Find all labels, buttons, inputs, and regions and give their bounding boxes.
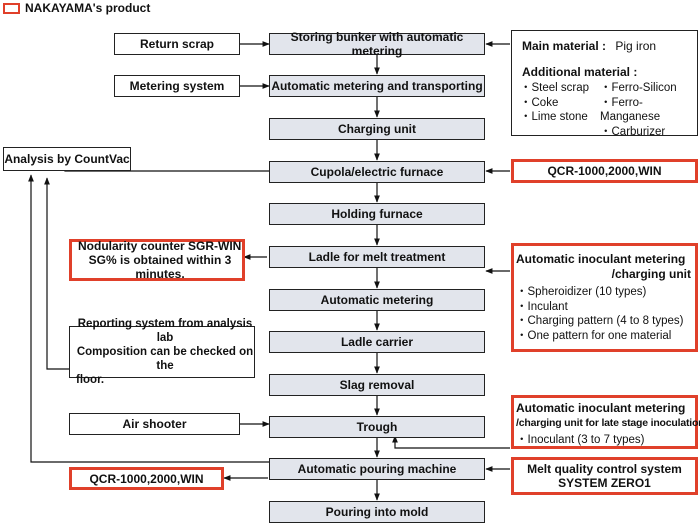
analysis-countvac-box: Analysis by CountVac [3,147,131,171]
process-ladle-melt-treatment: Ladle for melt treatment [269,246,485,268]
reporting-system-box: Reporting system from analysis lab Compo… [69,318,255,386]
process-automatic-pouring-machine: Automatic pouring machine [269,458,485,480]
material-item: Coke [520,96,589,111]
late-inoculant-items: Inoculant (3 to 7 types) [516,433,645,448]
late-inoculant-box: Automatic inoculant metering /charging u… [511,395,700,449]
process-pouring-into-mold: Pouring into mold [269,501,485,523]
additional-materials-col1: Steel scrap Coke Lime stone [520,81,590,125]
melt-quality-line-2: SYSTEM ZERO1 [558,476,651,490]
material-item: Lime stone [520,110,589,125]
process-automatic-metering-transporting: Automatic metering and transporting [269,75,485,97]
material-item: Ferro-Manganese [600,96,697,125]
main-material-label: Main material : [522,39,607,53]
reporting-line-2: Composition can be checked on the [76,346,254,372]
qcr-top-box: QCR-1000,2000,WIN [511,159,698,183]
additional-material-label: Additional material : [522,65,638,79]
process-trough: Trough [269,416,485,438]
material-item: Steel scrap [520,81,590,96]
inoculant-item: Spheroidizer (10 types) [516,285,683,300]
main-material-value: Pig iron [615,39,657,53]
inoculant-unit-box: Automatic inoculant metering /charging u… [511,243,698,352]
air-shooter-box: Air shooter [69,413,240,435]
additional-materials-col2: Ferro-Silicon Ferro-Manganese Carburizer [600,81,697,139]
inoculant-item: Charging pattern (4 to 8 types) [516,314,684,329]
nodularity-line-1: Nodularity counter SGR-WIN [78,239,242,253]
metering-system-box: Metering system [114,75,240,97]
process-slag-removal: Slag removal [269,374,485,396]
process-charging-unit: Charging unit [269,118,485,140]
return-scrap-box: Return scrap [114,33,240,55]
process-automatic-metering: Automatic metering [269,289,485,311]
inoculant-items: Spheroidizer (10 types) Inculant Chargin… [516,285,684,344]
melt-quality-line-1: Melt quality control system [527,462,682,476]
melt-quality-box: Melt quality control system SYSTEM ZERO1 [511,457,698,495]
process-storing-bunker: Storing bunker with automatic metering [269,30,485,58]
qcr-bottom-box: QCR-1000,2000,WIN [69,467,224,490]
process-cupola-furnace: Cupola/electric furnace [269,161,485,183]
late-inoculant-item: Inoculant (3 to 7 types) [516,433,645,448]
material-item: Ferro-Silicon [600,81,697,96]
reporting-line-3: floor. [76,374,105,386]
inoculant-item: One pattern for one material [516,329,683,344]
nodularity-line-2: SG% is obtained within 3 minutes. [88,253,232,281]
material-item: Carburizer [600,125,697,140]
reporting-line-1: Reporting system from analysis lab [77,318,253,344]
late-inoculant-title-2: /charging unit for late stage inoculatio… [516,417,700,429]
materials-box: Main material : Pig iron Additional mate… [511,30,698,139]
inoculant-item: Inculant [516,300,683,315]
legend-label: NAKAYAMA's product [25,1,151,15]
late-inoculant-title-1: Automatic inoculant metering [516,401,686,415]
inoculant-title-2: /charging unit [611,267,691,281]
process-ladle-carrier: Ladle carrier [269,331,485,353]
nodularity-counter-box: Nodularity counter SGR-WIN SG% is obtain… [69,239,245,281]
legend-swatch [3,3,20,14]
inoculant-title-1: Automatic inoculant metering [516,252,686,266]
process-holding-furnace: Holding furnace [269,203,485,225]
